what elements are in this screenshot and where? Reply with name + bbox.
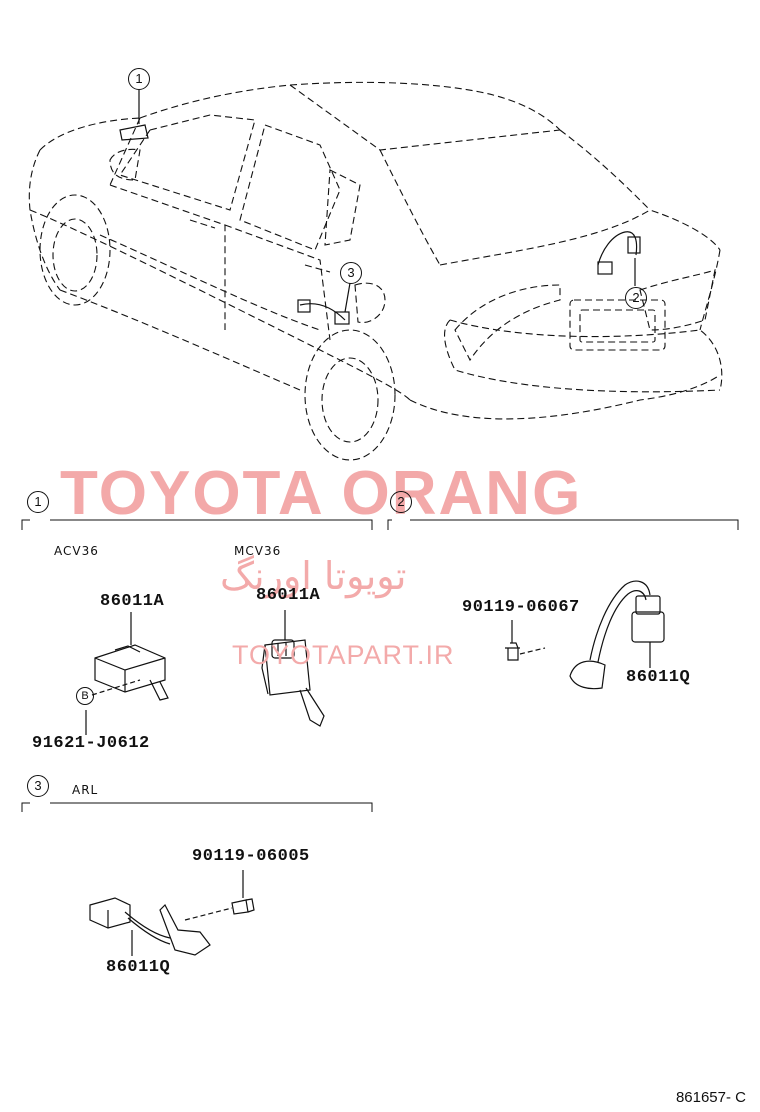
diagram-code: 861657- C [675, 1089, 746, 1106]
callout-2-car: 2 [625, 287, 647, 309]
sensor-86011q-section3 [89, 870, 255, 956]
watermark-persian: تویوتا اورنگ [220, 554, 407, 598]
bolt-leader-91621 [85, 679, 141, 735]
part-label-86011a-right: 86011A [256, 586, 321, 605]
watermark-site: TOYOTAPART.IR [232, 640, 455, 670]
sensor-86011q-section2 [505, 580, 665, 690]
sensor-86011a-acv36 [94, 612, 169, 701]
callout-1-car: 1 [128, 68, 150, 90]
section-1-variant-acv36: ACV36 [54, 544, 99, 558]
section-3-number: 3 [27, 775, 49, 797]
part-label-90119-06067: 90119-06067 [462, 598, 580, 617]
part-label-90119-06005: 90119-06005 [192, 847, 310, 866]
section-frames [21, 519, 739, 812]
watermark-brand: TOYOTA ORANG [60, 459, 583, 528]
part-label-86011q-section2: 86011Q [626, 668, 691, 687]
section-1-variant-mcv36: MCV36 [234, 544, 282, 558]
car-sensors [119, 90, 641, 325]
sensor-86011a-mcv36 [261, 610, 325, 727]
part-label-86011q-section3: 86011Q [106, 958, 171, 977]
part-label-86011a-left: 86011A [100, 592, 165, 611]
section-2-number: 2 [390, 491, 412, 513]
callout-3-car: 3 [340, 262, 362, 284]
bolt-callout-b: B [76, 687, 94, 705]
part-label-91621-j0612: 91621-J0612 [32, 734, 150, 753]
section-3-variant-arl: ARL [72, 783, 99, 797]
section-1-number: 1 [27, 491, 49, 513]
car-illustration [28, 81, 723, 461]
